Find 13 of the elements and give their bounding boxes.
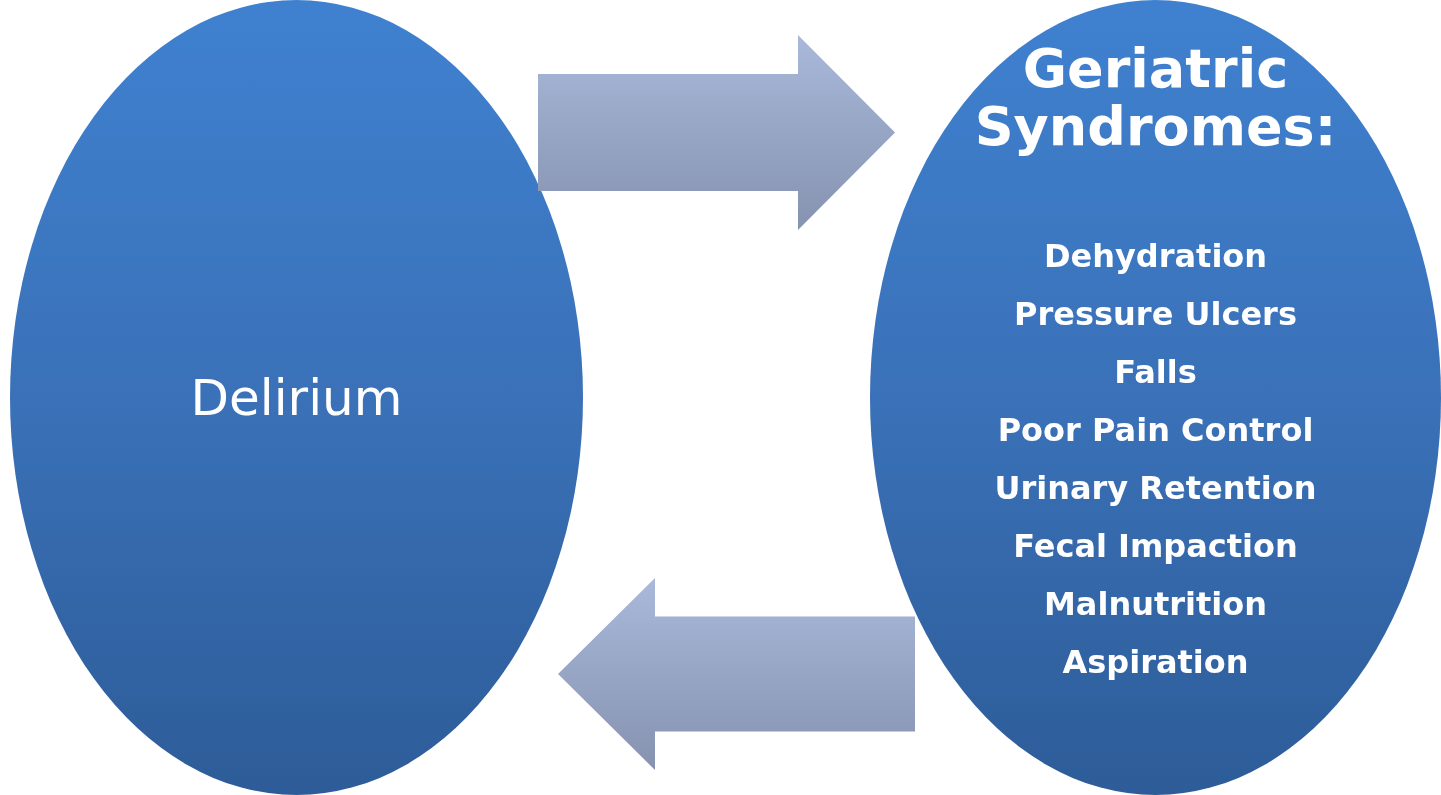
list-item: Aspiration bbox=[1062, 641, 1249, 683]
list-item: Dehydration bbox=[1043, 235, 1268, 277]
block-arrow bbox=[558, 578, 915, 770]
list-item: Pressure Ulcers bbox=[1014, 293, 1297, 335]
list-item: Urinary Retention bbox=[994, 467, 1317, 509]
oval-label: Delirium bbox=[190, 368, 403, 427]
heading: Geriatric Syndromes: bbox=[973, 40, 1338, 157]
block-arrow bbox=[538, 35, 895, 230]
list-item: Fecal Impaction bbox=[1013, 525, 1298, 567]
list-item: Falls bbox=[1114, 351, 1197, 393]
list-item: Poor Pain Control bbox=[997, 409, 1314, 451]
list-item: Malnutrition bbox=[1043, 583, 1267, 625]
oval bbox=[870, 0, 1441, 795]
